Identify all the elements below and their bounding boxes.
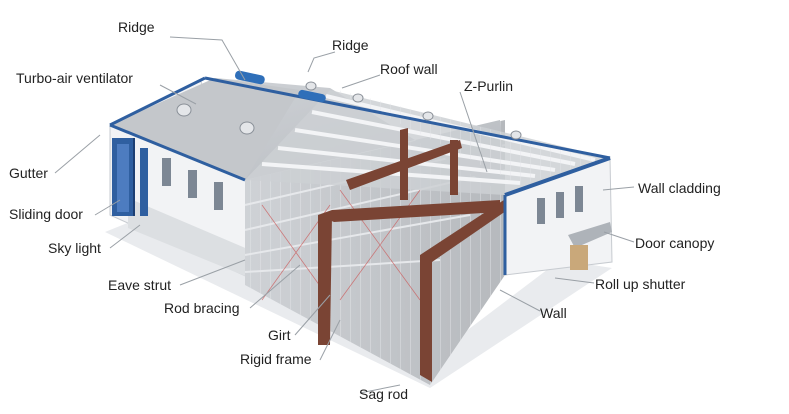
label-sliding-door: Sliding door bbox=[9, 206, 83, 222]
label-wall: Wall bbox=[540, 305, 567, 321]
label-roof-wall: Roof wall bbox=[380, 61, 438, 77]
label-gutter: Gutter bbox=[9, 165, 48, 181]
ground-shadow bbox=[105, 222, 612, 388]
roll-up-shutter bbox=[570, 245, 588, 270]
label-door-canopy: Door canopy bbox=[635, 235, 715, 251]
label-rigid-frame: Rigid frame bbox=[240, 351, 312, 367]
label-z-purlin: Z-Purlin bbox=[464, 78, 514, 94]
window bbox=[162, 158, 171, 186]
label-ridge-right: Ridge bbox=[332, 37, 369, 53]
label-rod-bracing: Rod bracing bbox=[164, 300, 240, 316]
label-eave-strut: Eave strut bbox=[108, 277, 172, 293]
leader-lines bbox=[54, 36, 635, 394]
sliding-door-panel bbox=[117, 144, 129, 212]
label-girt: Girt bbox=[268, 327, 291, 343]
window bbox=[188, 170, 197, 198]
turbo-ventilators bbox=[176, 81, 522, 140]
roof-slope-left bbox=[110, 78, 300, 180]
ridge-cap bbox=[204, 76, 611, 160]
sky-light bbox=[235, 70, 265, 85]
door-frame bbox=[140, 148, 148, 216]
gutter bbox=[109, 123, 246, 182]
label-sky-light: Sky light bbox=[48, 240, 101, 256]
sky-light bbox=[298, 89, 326, 103]
door-canopy bbox=[568, 222, 612, 248]
window bbox=[214, 182, 223, 210]
label-turbo-ventilator: Turbo-air ventilator bbox=[16, 70, 133, 86]
label-wall-cladding: Wall cladding bbox=[638, 180, 721, 196]
label-roll-up-shutter: Roll up shutter bbox=[595, 276, 686, 292]
right-windows bbox=[537, 186, 583, 224]
rigid-frames bbox=[318, 128, 516, 382]
label-sag-rod: Sag rod bbox=[359, 386, 409, 402]
gable-trim bbox=[109, 76, 206, 127]
wall-base bbox=[128, 198, 250, 278]
label-ridge-left: Ridge bbox=[118, 19, 155, 35]
